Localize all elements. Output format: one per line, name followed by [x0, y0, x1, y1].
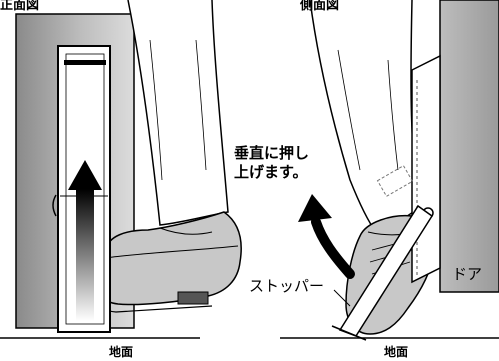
- instruction-emphasis: 垂直に: [234, 144, 280, 162]
- side-trouser-leg: [309, 0, 421, 233]
- side-up-arrow: [298, 194, 355, 279]
- instruction-line-1: 垂直に押し: [234, 144, 309, 163]
- door-label: ドア: [452, 265, 483, 283]
- instruction-line-2: 上げます。: [234, 163, 308, 181]
- instruction-callout: 垂直に押し 上げます。: [234, 144, 309, 182]
- front-view-title: 正面図: [0, 0, 40, 13]
- stopper-leader-line: [333, 289, 351, 307]
- side-door-panel: [439, 0, 499, 293]
- side-ground-label: 地面: [384, 345, 409, 359]
- instruction-line-1-rest: 押し: [279, 144, 310, 162]
- front-view: [0, 0, 242, 339]
- front-trouser-leg: [127, 0, 229, 226]
- side-view-title: 側面図: [300, 0, 340, 13]
- front-ground-label: 地面: [109, 345, 134, 359]
- stopper-label: ストッパー: [249, 277, 325, 295]
- side-doorstop: [331, 54, 441, 341]
- front-up-arrow: [68, 160, 102, 321]
- front-door-hinge: [52, 194, 57, 217]
- side-view: [280, 0, 499, 341]
